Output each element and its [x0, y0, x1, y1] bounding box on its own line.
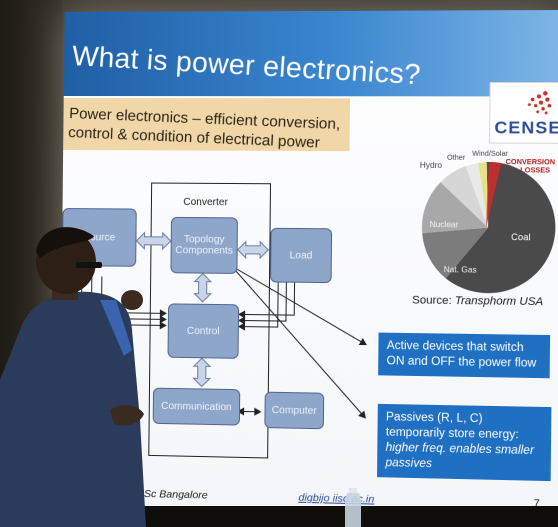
pie-source: Source: Transphorm USA — [412, 294, 543, 308]
callout-passives-italic: higher freq. enables smaller passives — [385, 441, 535, 471]
room-floor — [0, 506, 558, 527]
load-block: Load — [269, 227, 333, 284]
callout-active-devices: Active devices that switch ON and OFF th… — [378, 332, 551, 379]
pie-label-other: Other — [447, 155, 466, 162]
pie-source-prefix: Source: — [412, 294, 452, 308]
pie-label-losses-1: CONVERSION — [506, 159, 556, 166]
topology-block: Topology Components — [170, 216, 238, 274]
computer-block: Computer — [264, 391, 325, 430]
callout-passives-main: Passives (R, L, C) temporarily store ene… — [385, 411, 519, 442]
pie-slice-hydro — [439, 165, 489, 228]
arrow-topology-control — [194, 273, 211, 301]
diagram-connectors — [59, 10, 558, 520]
arrow-source-topology — [136, 233, 170, 249]
pie-slice-nuclear — [421, 182, 489, 234]
room-wall — [0, 0, 62, 527]
source-block: Source — [61, 208, 137, 267]
pie-label-wind-solar: Wind/Solar — [472, 151, 509, 158]
arrow-control-communication — [194, 358, 211, 386]
pie-label-nat-gas: Nat. Gas — [444, 265, 477, 275]
water-bottle — [345, 488, 361, 527]
pie-slice-coal — [445, 161, 557, 294]
pie-label-coal: Coal — [511, 232, 531, 242]
energy-pie-chart: Hydro Other Wind/Solar CONVERSION LOSSES… — [420, 151, 557, 294]
pie-source-name: Transphorm USA — [454, 294, 544, 309]
arrow-topology-load — [238, 242, 269, 258]
pie-label-losses-2: LOSSES — [520, 167, 550, 174]
pie-label-nuclear: Nuclear — [430, 220, 459, 229]
control-block: Control — [167, 303, 240, 359]
communication-block: Communication — [152, 387, 241, 426]
pie-slice-nat-gas — [421, 227, 489, 279]
projected-slide: What is power electronics? CENSE Power e… — [59, 10, 558, 520]
callout-passives: Passives (R, L, C) temporarily store ene… — [377, 403, 552, 482]
pie-label-hydro: Hydro — [420, 161, 443, 170]
